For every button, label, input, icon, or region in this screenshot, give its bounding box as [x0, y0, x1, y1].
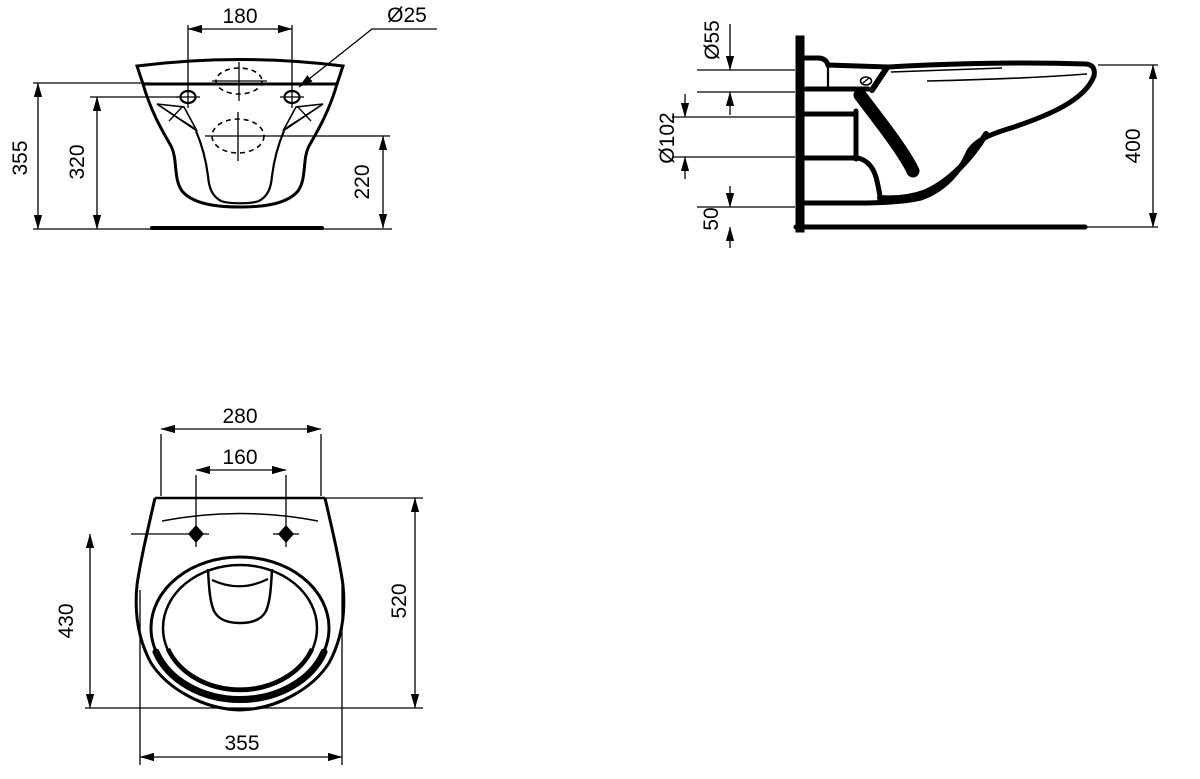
front-rim-outline — [134, 58, 346, 86]
top-dim-total-depth: 520 — [85, 497, 423, 709]
side-outer-silhouette — [802, 73, 1097, 206]
side-dim-bottom-clearance: 50 — [697, 186, 795, 248]
side-rim-inner-line-2 — [926, 73, 1088, 82]
side-jet-channel — [853, 88, 920, 178]
dim-label-180: 180 — [222, 5, 257, 28]
side-dim-outlet-diameter: Ø102 — [656, 94, 795, 179]
front-view: 180 Ø25 355 320 220 — [9, 4, 437, 230]
top-dim-fixing-spacing: 160 — [195, 446, 287, 547]
top-rim-outer-ring — [149, 555, 331, 704]
front-hatch-left — [156, 103, 198, 132]
front-dim-outlet-height: 220 — [205, 135, 390, 229]
top-dim-bowl-width: 355 — [139, 580, 343, 765]
side-rim-inner-line-1 — [890, 67, 1003, 73]
front-dim-hole-spacing: 180 — [187, 5, 293, 108]
top-rear-arc — [161, 512, 319, 522]
top-rim-inner-ring — [161, 563, 319, 693]
side-top-profile — [800, 55, 1097, 79]
front-dim-hole-height: 320 — [66, 96, 181, 230]
front-dim-total-height: 355 — [9, 82, 150, 230]
dim-label-400: 400 — [1122, 128, 1145, 163]
dim-label-355f: 355 — [9, 140, 32, 175]
side-outlet-opening — [801, 108, 883, 200]
front-inlet-hole — [212, 62, 267, 101]
front-hatch-right — [282, 103, 324, 132]
top-body-outline — [134, 497, 346, 712]
dim-label-320: 320 — [66, 144, 89, 179]
dim-label-430: 430 — [55, 603, 78, 638]
dim-label-220: 220 — [351, 164, 374, 199]
front-bowl-outer — [141, 83, 339, 209]
side-spud-detail-glyph — [859, 76, 873, 86]
side-dim-height: 400 — [1098, 64, 1158, 228]
dim-label-355t: 355 — [224, 732, 259, 755]
dim-label-520: 520 — [388, 583, 411, 618]
front-bowl-inner — [194, 130, 286, 205]
dim-label-280: 280 — [222, 405, 257, 428]
dim-label-d55: Ø55 — [701, 20, 724, 60]
dim-label-d25: Ø25 — [387, 4, 427, 27]
top-dim-hole-to-front: 430 — [55, 533, 95, 709]
top-flush-opening — [206, 568, 274, 625]
top-fixing-hole-left — [131, 525, 209, 543]
side-view: Ø55 Ø102 50 400 — [656, 20, 1158, 248]
dim-label-160: 160 — [222, 446, 257, 469]
dim-label-50: 50 — [700, 207, 723, 230]
dim-label-d102: Ø102 — [656, 112, 679, 163]
top-view: 280 160 430 520 355 — [55, 405, 423, 765]
side-spud-end — [869, 66, 889, 93]
top-dim-rear-width: 280 — [160, 405, 322, 496]
front-dim-hole-diameter: Ø25 — [298, 4, 437, 88]
side-bowl-inner — [877, 131, 989, 202]
side-dim-inlet-diameter: Ø55 — [697, 20, 795, 115]
